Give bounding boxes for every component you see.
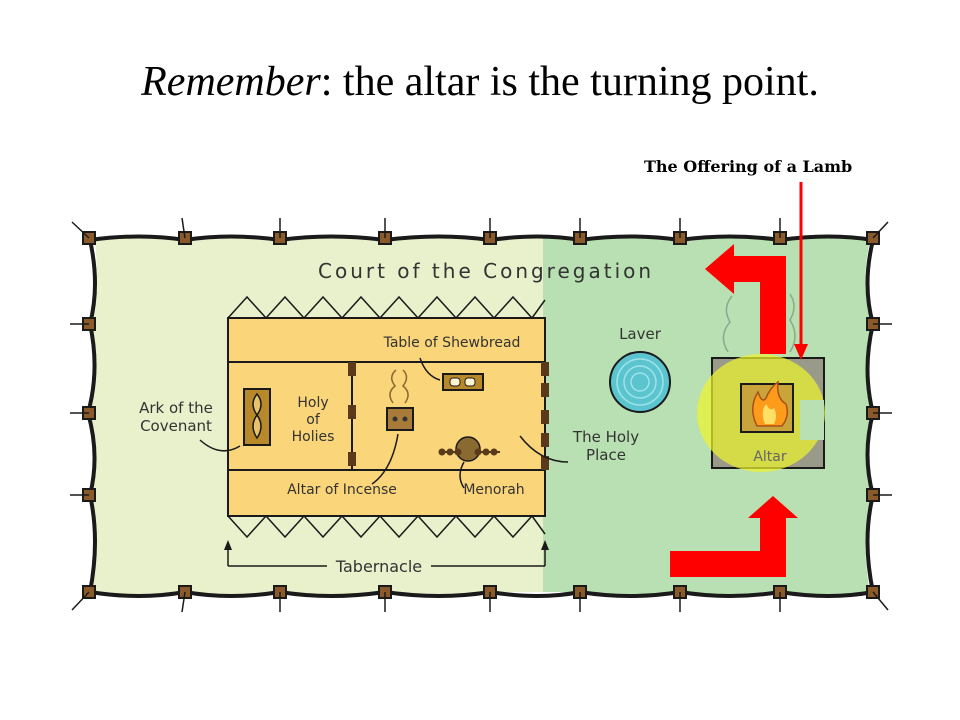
turning-arrow-top [705, 244, 786, 354]
ark-of-covenant-icon [243, 388, 271, 446]
offering-arrow [794, 182, 808, 360]
altar-label: Altar [753, 449, 787, 465]
altar-of-sacrifice-icon [697, 293, 825, 472]
title-rest: : the altar is the turning point. [320, 59, 819, 105]
menorah-pointer [459, 461, 465, 489]
holy-place-line1: The Holy [572, 428, 639, 446]
altar-of-incense-icon [386, 369, 414, 431]
ark-pointer [199, 439, 241, 452]
holy-of-holies-line2: of [306, 412, 321, 428]
slide-title: Remember: the altar is the turning point… [0, 58, 960, 106]
tabernacle-span-arrow-right [541, 540, 549, 550]
laver-icon [609, 351, 671, 413]
holy-of-holies-line1: Holy [297, 395, 328, 411]
tabernacle-span-arrow-left [224, 540, 232, 550]
title-emphasis: Remember [141, 59, 321, 105]
menorah-label: Menorah [463, 482, 524, 498]
table-pointer [419, 357, 441, 381]
holy-of-holies-line3: Holies [292, 429, 335, 445]
turning-arrow-bottom [670, 496, 798, 577]
court-label: Court of the Congregation [318, 259, 654, 283]
holy-place-pointer [519, 435, 569, 463]
table-label: Table of Shewbread [383, 335, 521, 351]
tabernacle-label: Tabernacle [335, 557, 422, 576]
holy-place-line2: Place [586, 446, 626, 464]
altar-of-incense-label: Altar of Incense [287, 482, 397, 498]
ark-label-line1: Ark of the [139, 399, 213, 417]
table-of-shewbread-icon [442, 373, 484, 391]
incense-pointer [371, 433, 399, 485]
tabernacle [227, 295, 549, 539]
menorah-icon [438, 436, 500, 462]
laver-label: Laver [619, 325, 662, 343]
offering-callout: The Offering of a Lamb [644, 157, 853, 176]
ark-label-line2: Covenant [140, 417, 212, 435]
tent-ropes [70, 217, 892, 613]
fence-posts [82, 231, 880, 599]
